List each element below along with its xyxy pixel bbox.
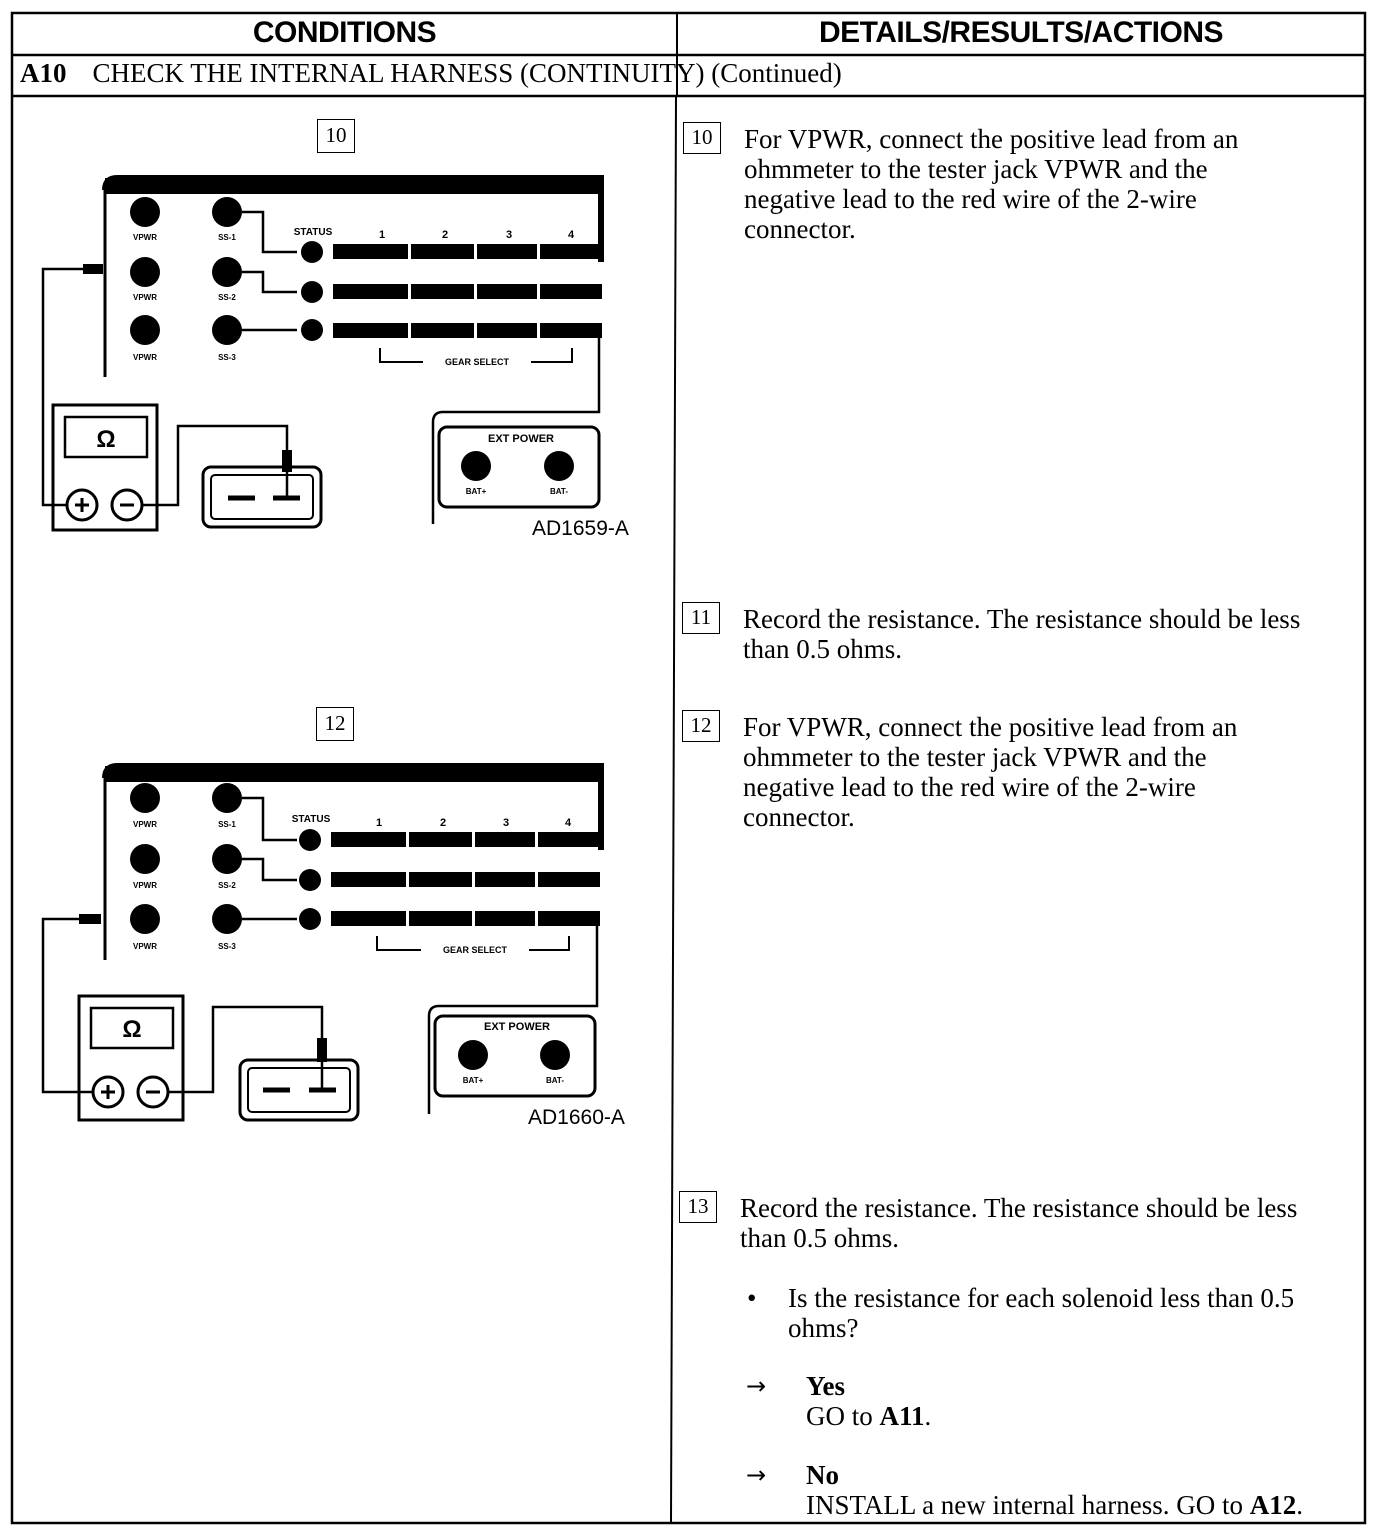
step-10-text: For VPWR, connect the positive lead from… (744, 124, 1239, 244)
jack-label-vpwr-1: VPWR (133, 233, 157, 242)
status-label: STATUS (294, 227, 333, 238)
step-12-number: 12 (682, 710, 720, 742)
svg-text:BAT-: BAT- (546, 1076, 564, 1085)
jack-ss1-icon (212, 783, 242, 813)
jack-label-ss2: SS-2 (218, 293, 236, 302)
figure-12-code: AD1660-A (528, 1106, 625, 1129)
positive-lead (41, 917, 93, 1094)
step-11-number: 11 (682, 602, 720, 634)
yes-arrow-icon: → (746, 1372, 767, 1400)
plus-terminal-icon (91, 1075, 125, 1109)
jack-label-ss3: SS-3 (218, 942, 236, 951)
jack-label-ss3: SS-3 (218, 353, 236, 362)
figure-10-code: AD1659-A (532, 517, 629, 540)
jack-ss2-icon (212, 844, 242, 874)
positive-lead (41, 267, 83, 507)
step-10-number: 10 (683, 122, 721, 154)
answer-yes: Yes GO to A11. (806, 1371, 932, 1431)
status-label: STATUS (292, 814, 331, 825)
ohmmeter: Ω (77, 994, 185, 1122)
two-wire-connector-icon (238, 1058, 360, 1122)
answer-yes-label: Yes (806, 1371, 845, 1401)
ohm-symbol-icon: Ω (122, 1016, 141, 1043)
answer-no: No INSTALL a new internal harness. GO to… (806, 1460, 1303, 1520)
ohmmeter: Ω (51, 403, 159, 532)
jack-ss3-icon (212, 315, 242, 345)
jack-label-ss1: SS-1 (218, 233, 236, 242)
figure-10-diagram: VPWR VPWR VPWR SS-1 SS-2 SS-3 STATUS 1 2… (41, 175, 604, 532)
two-wire-connector-icon (201, 465, 323, 529)
gear-select-label: GEAR SELECT (445, 357, 510, 367)
jack-label-ss2: SS-2 (218, 881, 236, 890)
svg-text:BAT-: BAT- (550, 487, 568, 496)
negative-lead (168, 1005, 324, 1094)
section-code: A10 (20, 58, 67, 88)
ext-power-label: EXT POWER (484, 1021, 550, 1033)
jack-vpwr-1-icon (130, 783, 160, 813)
svg-text:2: 2 (440, 817, 446, 829)
minus-terminal-icon (136, 1075, 170, 1109)
led-row-3 (333, 323, 602, 338)
led-row-1 (333, 244, 602, 259)
step-11-text: Record the resistance. The resistance sh… (743, 604, 1301, 664)
svg-text:1: 1 (379, 229, 385, 241)
ext-power-label: EXT POWER (488, 433, 554, 445)
bat-plus-jack-icon (458, 1040, 488, 1070)
svg-text:2: 2 (442, 229, 448, 241)
bat-plus-jack-icon (461, 451, 491, 481)
conditions-header: CONDITIONS (252, 16, 437, 49)
step-13-number: 13 (679, 1191, 717, 1223)
jack-vpwr-3-icon (130, 315, 160, 345)
ext-power-box (433, 1014, 597, 1098)
jack-vpwr-1-icon (130, 197, 160, 227)
details-header: DETAILS/RESULTS/ACTIONS (818, 16, 1224, 49)
figure-12-diagram: VPWR VPWR VPWR SS-1 SS-2 SS-3 STATUS 1 2… (41, 763, 604, 1122)
negative-lead (142, 424, 289, 507)
jack-ss3-icon (212, 904, 242, 934)
led-row-2 (331, 872, 600, 887)
jack-label-vpwr-2: VPWR (133, 881, 157, 890)
led-row-2 (333, 284, 602, 299)
figure-10-number: 10 (317, 119, 355, 153)
answer-no-label: No (806, 1460, 839, 1490)
svg-text:BAT+: BAT+ (466, 487, 487, 496)
step-12-text: For VPWR, connect the positive lead from… (743, 712, 1238, 832)
plus-terminal-icon (65, 488, 99, 522)
gear-select-label: GEAR SELECT (443, 945, 508, 955)
jack-label-vpwr-3: VPWR (133, 942, 157, 951)
jack-ss1-icon (212, 197, 242, 227)
jack-vpwr-3-icon (130, 904, 160, 934)
section-heading: A10 CHECK THE INTERNAL HARNESS (CONTINUIT… (20, 58, 842, 89)
bat-minus-jack-icon (544, 451, 574, 481)
jack-ss2-icon (212, 257, 242, 287)
tester-panel: VPWR VPWR VPWR SS-1 SS-2 SS-3 STATUS 1 2… (102, 175, 604, 524)
no-arrow-icon: → (746, 1461, 767, 1489)
figure-12-number: 12 (316, 707, 354, 741)
ext-power-box (437, 425, 601, 509)
svg-text:3: 3 (503, 817, 509, 829)
ohm-symbol-icon: Ω (96, 426, 115, 453)
svg-text:1: 1 (376, 817, 382, 829)
jack-vpwr-2-icon (130, 844, 160, 874)
minus-terminal-icon (110, 488, 144, 522)
jack-label-ss1: SS-1 (218, 820, 236, 829)
bat-minus-jack-icon (540, 1040, 570, 1070)
svg-text:3: 3 (506, 229, 512, 241)
jack-vpwr-2-icon (130, 257, 160, 287)
question-text: Is the resistance for each solenoid less… (788, 1283, 1295, 1343)
step-13-text: Record the resistance. The resistance sh… (740, 1193, 1298, 1253)
section-title: CHECK THE INTERNAL HARNESS (CONTINUITY) … (92, 58, 842, 88)
jack-label-vpwr-2: VPWR (133, 293, 157, 302)
svg-text:4: 4 (568, 229, 575, 241)
question-bullet-icon: • (747, 1283, 757, 1313)
led-row-1 (331, 832, 600, 847)
svg-text:4: 4 (565, 817, 572, 829)
tester-panel: VPWR VPWR VPWR SS-1 SS-2 SS-3 STATUS 1 2… (102, 763, 604, 1114)
jack-label-vpwr-1: VPWR (133, 820, 157, 829)
svg-text:BAT+: BAT+ (463, 1076, 484, 1085)
jack-label-vpwr-3: VPWR (133, 353, 157, 362)
led-row-3 (331, 911, 600, 926)
